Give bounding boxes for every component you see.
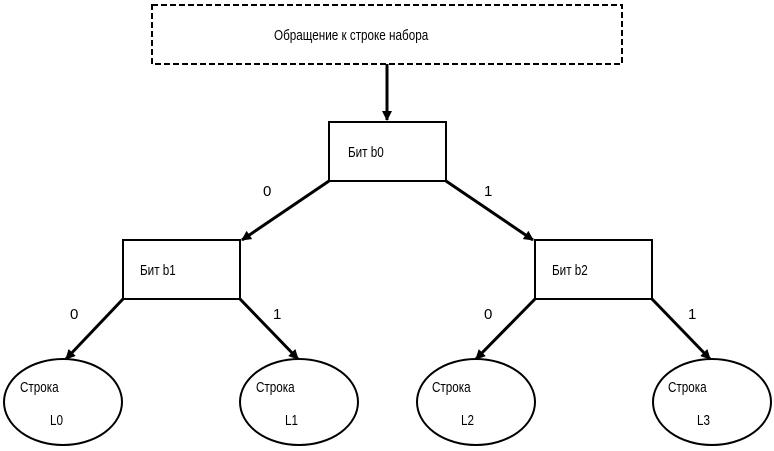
- header-box: Обращение к строке набора: [151, 4, 623, 65]
- node-b1-label: Бит b1: [140, 262, 176, 279]
- node-b2-label: Бит b2: [552, 262, 588, 279]
- leaf-l3-line1: Строка: [668, 379, 707, 396]
- leaf-l2-line1: Строка: [432, 379, 471, 396]
- node-b0-label: Бит b0: [348, 144, 384, 161]
- edge-b1-l1: [238, 297, 300, 361]
- leaf-l1-line2: L1: [285, 412, 298, 429]
- leaf-l3-line2: L3: [697, 412, 710, 429]
- edge-b2-right-label: 1: [688, 306, 696, 323]
- edge-b0-b1: [241, 179, 330, 242]
- node-b0: Бит b0: [328, 121, 447, 182]
- leaf-l3: Строка L3: [652, 358, 772, 446]
- leaf-l1-line1: Строка: [256, 379, 295, 396]
- edge-b1-left-label: 0: [70, 306, 78, 323]
- leaf-l2-line2: L2: [461, 412, 474, 429]
- edge-b0-right-label: 1: [484, 183, 492, 200]
- header-text: Обращение к строке набора: [274, 27, 429, 44]
- edge-b2-l3: [650, 297, 712, 361]
- edge-b2-l2: [474, 297, 537, 361]
- edge-b2-left-label: 0: [484, 306, 492, 323]
- leaf-l1: Строка L1: [239, 358, 359, 446]
- edge-b0-left-label: 0: [263, 183, 271, 200]
- leaf-l0: Строка L0: [3, 358, 123, 446]
- node-b1: Бит b1: [122, 239, 241, 300]
- leaf-l0-line1: Строка: [20, 379, 59, 396]
- leaf-l0-line2: L0: [50, 412, 63, 429]
- node-b2: Бит b2: [534, 239, 653, 300]
- edge-b1-l0: [64, 297, 125, 361]
- edge-b1-right-label: 1: [273, 306, 281, 323]
- leaf-l2: Строка L2: [416, 358, 536, 446]
- edge-b0-b2: [445, 179, 534, 242]
